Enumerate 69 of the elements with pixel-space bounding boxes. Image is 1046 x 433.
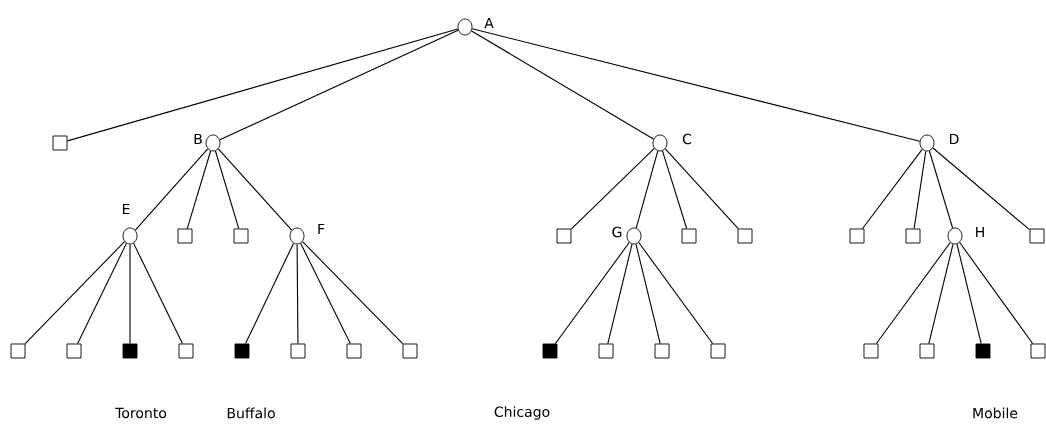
tree-branch-line [607,243,633,345]
tree-branch-line [129,243,131,345]
tree-branch-line [661,150,688,230]
leaf-square [863,343,879,359]
tree-branch-line [635,150,659,229]
leaf-square [556,228,572,244]
leaf-square [654,343,670,359]
tree-branch-line [134,148,209,231]
tree-branch-line [638,241,714,345]
tree-branch-line [471,28,921,142]
leaf-square [710,343,726,359]
filled-square [234,343,250,359]
leaf-square [290,343,306,359]
node-letter: G [612,226,622,238]
city-label: Toronto [115,407,167,419]
city-label: Chicago [494,406,550,420]
leaf-square [52,135,68,151]
tree-branch-line [133,242,183,345]
tree-branch-line [570,147,655,230]
leaf-square [1030,343,1046,359]
tree-branch-line [300,242,351,345]
node-letter: A [484,17,494,29]
node-letter: D [950,133,959,145]
tree-branch-line [186,150,212,230]
city-label: Mobile [973,407,1018,419]
leaf-square [905,228,921,244]
tree-branch-line [913,150,927,230]
leaf-square [66,343,82,359]
tree-branch-line [959,242,1034,345]
leaf-square [402,343,418,359]
tree-branch-line [862,148,923,230]
tree-branch-line [928,150,954,229]
tree-branch-line [471,30,654,140]
tree-branch-line [66,28,459,142]
tree-branch-line [635,243,661,345]
city-label: Buffalo [227,407,275,419]
tree-branch-line [302,241,404,345]
leaf-square [10,343,26,359]
node-letter: F [318,223,325,235]
leaf-square [178,343,194,359]
tree-branch-line [77,242,127,345]
tree-branch-line [245,242,294,345]
tree-branch-line [932,147,1031,231]
leaf-square [233,228,249,244]
node-letter: H [976,226,984,238]
tree-branch-line [296,243,299,345]
filled-square [975,343,991,359]
tree-branch-line [956,243,982,345]
tree-branch-line [928,243,954,345]
node-letter: E [122,203,130,215]
leaf-square [1029,228,1045,244]
tree-branch-line [217,148,293,231]
tree-branch-line [219,29,459,141]
leaf-square [681,228,697,244]
leaf-square [849,228,865,244]
tree-branch-line [664,148,739,230]
filled-square [542,343,558,359]
tree-branch-line [24,241,126,345]
leaf-square [177,228,193,244]
tree-branch-line [875,241,951,345]
leaf-square [737,228,753,244]
leaf-square [919,343,935,359]
node-letter: B [194,133,202,145]
tree-branch-line [214,150,240,230]
tree-branch-line [554,241,630,345]
leaf-square [346,343,362,359]
node-letter: C [682,133,692,145]
filled-square [122,343,138,359]
leaf-square [598,343,614,359]
